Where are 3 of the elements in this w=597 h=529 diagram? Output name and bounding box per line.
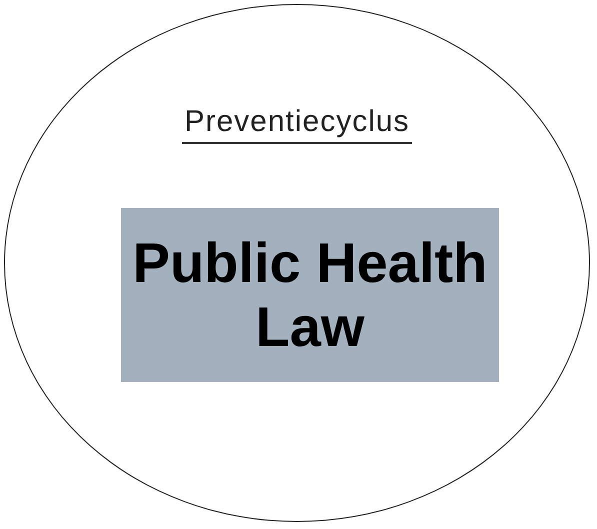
- cycle-circle: [4, 4, 590, 522]
- law-box: Public Health Law: [121, 208, 499, 382]
- cycle-title: Preventiecyclus: [182, 105, 412, 144]
